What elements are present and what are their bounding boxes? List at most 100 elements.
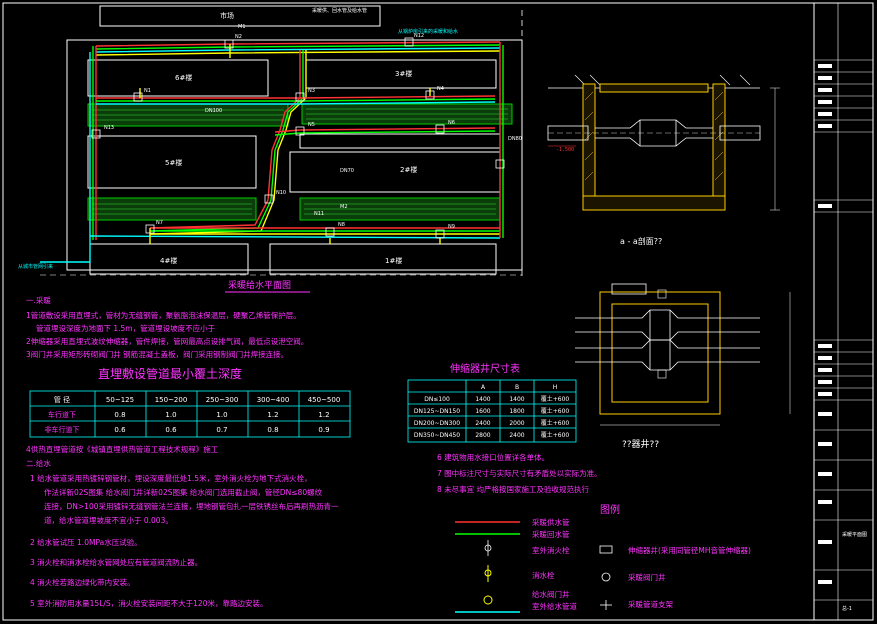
svg-text:1.0: 1.0	[216, 411, 227, 419]
svg-text:M2: M2	[340, 204, 348, 210]
svg-text:150~200: 150~200	[155, 396, 188, 404]
svg-text:车行道下: 车行道下	[48, 410, 76, 419]
section-aa: -1.500 a - a剖面??	[547, 74, 780, 246]
water-5: 5 室外消防用水量15L/S，消火栓安装间距不大于120米，靠路边安装。	[30, 598, 267, 608]
road-strip	[299, 133, 501, 149]
building-2-label: 2#楼	[400, 165, 417, 174]
svg-text:0.6: 0.6	[114, 426, 126, 434]
city-source-label: 从城市管网引来	[18, 263, 53, 270]
svg-text:N8: N8	[338, 222, 345, 228]
cover-depth-title: 直埋敷设管道最小覆土深度	[98, 366, 242, 381]
right-code: DN80	[508, 136, 522, 142]
svg-text:采暖供水管: 采暖供水管	[532, 517, 570, 527]
note-2: 2伸缩器采用直埋式波纹伸缩器，管件焊接，管网最高点设排气阀，最低点设泄空阀。	[26, 336, 308, 346]
svg-text:1400: 1400	[509, 396, 524, 403]
svg-text:DN≤100: DN≤100	[424, 396, 450, 403]
svg-text:2000: 2000	[509, 420, 524, 427]
svg-text:非车行道下: 非车行道下	[45, 425, 80, 434]
svg-text:覆土+600: 覆土+600	[541, 419, 570, 427]
svg-text:消水栓: 消水栓	[532, 570, 555, 580]
note-4: 4供热直埋管道按《城镇直埋供热管道工程技术规程》施工	[26, 444, 219, 454]
building-6-label: 6#楼	[175, 73, 192, 82]
titleblock-sheet: 总-1	[842, 605, 852, 612]
site-plan: 市场 6#楼 3#楼 5#楼 2#楼 4#楼 1#楼	[18, 5, 523, 293]
svg-text:0.7: 0.7	[216, 426, 227, 434]
svg-text:室外给水管道: 室外给水管道	[532, 601, 577, 611]
titleblock-project: 采暖平面图	[842, 531, 867, 538]
site-boundary	[66, 39, 523, 271]
svg-text:N13: N13	[104, 125, 114, 131]
svg-text:DN125~DN150: DN125~DN150	[414, 408, 460, 415]
building-3-label: 3#楼	[395, 69, 412, 78]
svg-text:0.9: 0.9	[318, 426, 329, 434]
water-8: 8 未尽事宜 均严格按国家施工及验收规范执行	[437, 484, 590, 494]
svg-text:300~400: 300~400	[257, 396, 290, 404]
title-block: 采暖平面图 总-1	[813, 3, 873, 620]
svg-text:覆土+600: 覆土+600	[541, 431, 570, 439]
svg-text:N11: N11	[314, 211, 324, 217]
svg-text:450~500: 450~500	[308, 396, 341, 404]
svg-text:H: H	[553, 384, 558, 391]
building-1-label: 1#楼	[385, 256, 402, 265]
svg-text:采暖阀门井: 采暖阀门井	[628, 572, 666, 582]
svg-text:室外消火栓: 室外消火栓	[532, 545, 570, 555]
section-label: a - a剖面??	[620, 236, 662, 246]
valve-nodes	[91, 37, 505, 239]
water-1c: 连接，DN>100采用镀锌无缝钢管法兰连接，埋地钢管包扎一层铁锈丝布后再刷热沥青…	[44, 501, 339, 511]
heading-heating: 一.采暖	[26, 295, 51, 305]
svg-text:管 径: 管 径	[54, 395, 70, 404]
svg-text:2800: 2800	[475, 432, 490, 439]
svg-text:N1: N1	[144, 88, 151, 94]
svg-text:DN350~DN450: DN350~DN450	[414, 432, 460, 439]
svg-text:0.8: 0.8	[114, 411, 125, 419]
svg-text:N4: N4	[437, 86, 444, 92]
svg-text:N7: N7	[156, 220, 163, 226]
heading-water: 二.给水	[26, 458, 51, 468]
svg-text:B: B	[515, 384, 519, 391]
pit-plan-label: ??器井??	[622, 438, 659, 450]
mid-code: DN100	[205, 108, 222, 114]
note-1b: 管道埋设深度为地面下 1.5m，管道埋设坡度不应小于	[36, 323, 216, 333]
svg-text:1.2: 1.2	[318, 411, 329, 419]
expansion-table-title: 伸缩器井尺寸表	[450, 362, 520, 375]
water-2: 2 给水管试压 1.0MPa水压试验。	[30, 537, 142, 547]
svg-text:A: A	[481, 384, 486, 391]
plan-title: 采暖给水平面图	[228, 279, 291, 291]
expansion-pit-plan: ??器井??	[575, 283, 791, 450]
building-5	[87, 135, 257, 189]
cover-depth-table: 管 径 50~125 150~200 250~300 300~400 450~5…	[29, 390, 351, 438]
svg-text:采暖回水管: 采暖回水管	[532, 529, 570, 539]
building-1	[269, 243, 497, 275]
water-4: 4 消火栓若路边绿化带内安装。	[30, 577, 135, 587]
water-notes: 4供热直埋管道按《城镇直埋供热管道工程技术规程》施工 二.给水 1 给水管道采用…	[26, 444, 602, 608]
svg-text:N2: N2	[235, 34, 242, 40]
center-code: DN70	[340, 168, 354, 174]
building-6	[87, 59, 269, 97]
svg-text:覆土+600: 覆土+600	[541, 407, 570, 415]
top-pipe-label: 采暖供、回水管及给水管	[312, 7, 367, 14]
svg-text:1.0: 1.0	[165, 411, 176, 419]
svg-text:N6: N6	[448, 120, 455, 126]
green-hatch-1	[92, 108, 508, 121]
note-3: 3阀门井采用矩形砖砌阀门井 钢筋混凝土盖板，阀门采用钢制阀门井焊接连接。	[26, 349, 288, 359]
expansion-size-table: 伸缩器井尺寸表 A B H DN≤100 1400 1400 覆土+600 DN…	[407, 362, 577, 443]
water-3: 3 消火栓和消水栓给水管网处应有管道阀流防止器。	[30, 557, 202, 567]
svg-text:0.8: 0.8	[267, 426, 278, 434]
svg-text:N9: N9	[448, 224, 455, 230]
svg-text:1600: 1600	[475, 408, 490, 415]
legend: 图例 采暖供水管 采暖回水管 室外消火栓 消水栓 给水阀门井 室外给水管道 伸	[455, 503, 751, 613]
water-7: 7 图中标注尺寸与实际尺寸有矛盾处以实际为准。	[437, 468, 602, 478]
svg-text:N5: N5	[308, 122, 315, 128]
building-2	[289, 151, 501, 193]
svg-text:M1: M1	[238, 24, 246, 30]
svg-text:N10: N10	[276, 190, 286, 196]
svg-text:2400: 2400	[475, 420, 490, 427]
water-1a: 1 给水管道采用热镀锌钢管材，埋设深度最低处1.5米，室外消火栓为地下式消火栓，	[30, 473, 312, 483]
water-6: 6 建筑物用水接口位置详各单体。	[437, 452, 549, 462]
water-1b: 作法详新02S图集 给水阀门井详新02S图集 给水阀门选用截止阀，管径DN≤80…	[44, 487, 323, 497]
svg-text:1.2: 1.2	[267, 411, 278, 419]
top-street-label: 市场	[220, 11, 234, 20]
svg-text:N3: N3	[308, 88, 315, 94]
